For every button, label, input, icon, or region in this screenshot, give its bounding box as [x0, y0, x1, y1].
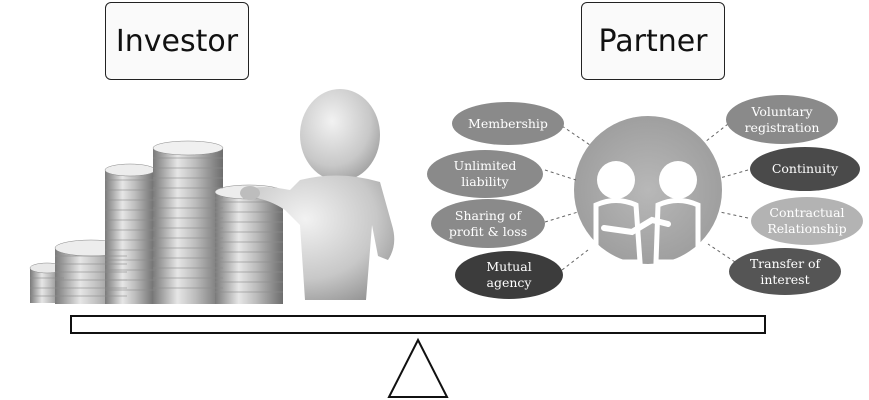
- connector-lines: [544, 123, 749, 271]
- feature-label: Mutual agency: [486, 259, 532, 290]
- feature-oval-right-2: Continuity: [750, 147, 860, 191]
- feature-label: Membership: [468, 115, 548, 131]
- figure-image: [240, 89, 395, 300]
- feature-oval-left-1: Membership: [452, 102, 564, 145]
- partner-label-box: Partner: [581, 2, 725, 80]
- feature-label: Sharing of profit & loss: [448, 207, 528, 239]
- feature-oval-left-3: Sharing of profit & loss: [431, 199, 545, 248]
- fulcrum-triangle: [387, 337, 449, 398]
- feature-label: Contractual Relationship: [767, 205, 847, 236]
- investor-label-box: Investor: [105, 2, 249, 80]
- balance-beam: [70, 315, 766, 334]
- coin-stacks-image: [29, 140, 284, 304]
- feature-label: Continuity: [771, 161, 839, 177]
- feature-oval-left-4: Mutual agency: [455, 251, 563, 299]
- feature-label: Transfer of interest: [749, 255, 821, 287]
- partner-label: Partner: [598, 23, 708, 59]
- feature-oval-right-4: Transfer of interest: [729, 248, 841, 295]
- feature-oval-right-3: Contractual Relationship: [751, 197, 863, 245]
- partnership-circle: [574, 116, 722, 265]
- feature-oval-right-1: Voluntary registration: [726, 95, 838, 144]
- feature-label: Unlimited liability: [453, 158, 517, 189]
- feature-oval-left-2: Unlimited liability: [427, 150, 543, 198]
- investor-label: Investor: [115, 23, 239, 59]
- feature-label: Voluntary registration: [744, 103, 820, 135]
